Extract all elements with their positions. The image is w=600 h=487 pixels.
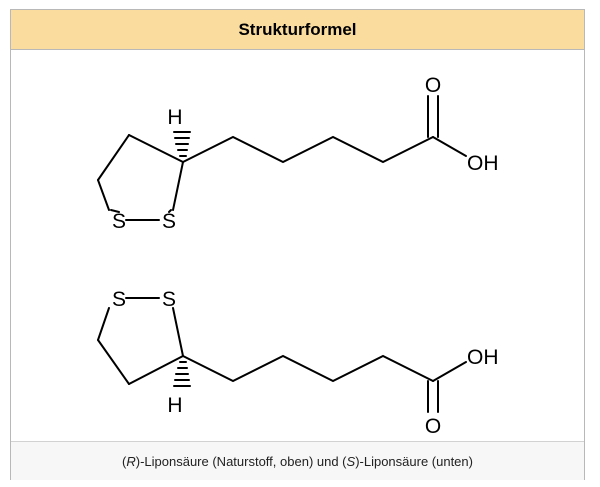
hashed-wedge — [173, 131, 191, 157]
ring-bond — [97, 339, 130, 385]
ring-bond — [97, 134, 130, 181]
caption-r-label: R — [126, 453, 136, 469]
alkyl-chain — [182, 354, 434, 383]
header-title: Strukturformel — [238, 19, 357, 39]
atom-s: S — [112, 210, 126, 233]
alkyl-chain — [182, 135, 434, 164]
ring-bond — [110, 209, 120, 213]
figure-caption: (R)-Liponsäure (Naturstoff, oben) und (S… — [11, 441, 584, 480]
structure-figure: H S S O OH — [11, 50, 584, 441]
ring-bond — [128, 355, 184, 385]
ring-bond — [172, 161, 184, 211]
ring-bond — [97, 179, 110, 211]
caption-text-2: )-Liponsäure (unten) — [355, 453, 473, 469]
ring-bond — [128, 134, 184, 163]
atom-h: H — [167, 106, 182, 129]
atom-o: O — [425, 74, 441, 97]
atom-s: S — [162, 210, 176, 233]
caption-s-label: S — [346, 453, 356, 469]
ring-bond — [172, 307, 184, 357]
infobox-panel: Strukturformel — [10, 9, 585, 480]
atom-o: O — [425, 415, 441, 438]
ring-bond — [97, 307, 110, 341]
c-oh-bond — [432, 136, 467, 157]
caption-text-1: )-Liponsäure (Naturstoff, oben) und ( — [135, 453, 347, 469]
atom-s: S — [162, 288, 176, 311]
hashed-wedge — [173, 361, 191, 387]
atom-oh: OH — [467, 152, 499, 175]
atom-h: H — [167, 394, 182, 417]
infobox-header: Strukturformel — [11, 10, 584, 50]
atom-oh: OH — [467, 346, 499, 369]
bottom-molecule: S S H O OH — [97, 288, 499, 438]
caption-open-paren: ( — [122, 453, 127, 469]
ring-bond — [168, 209, 172, 213]
atom-s: S — [112, 288, 126, 311]
structural-formula-drawing: H S S O OH — [97, 74, 499, 438]
c-oh-bond — [432, 361, 467, 382]
top-molecule: H S S O OH — [97, 74, 499, 233]
